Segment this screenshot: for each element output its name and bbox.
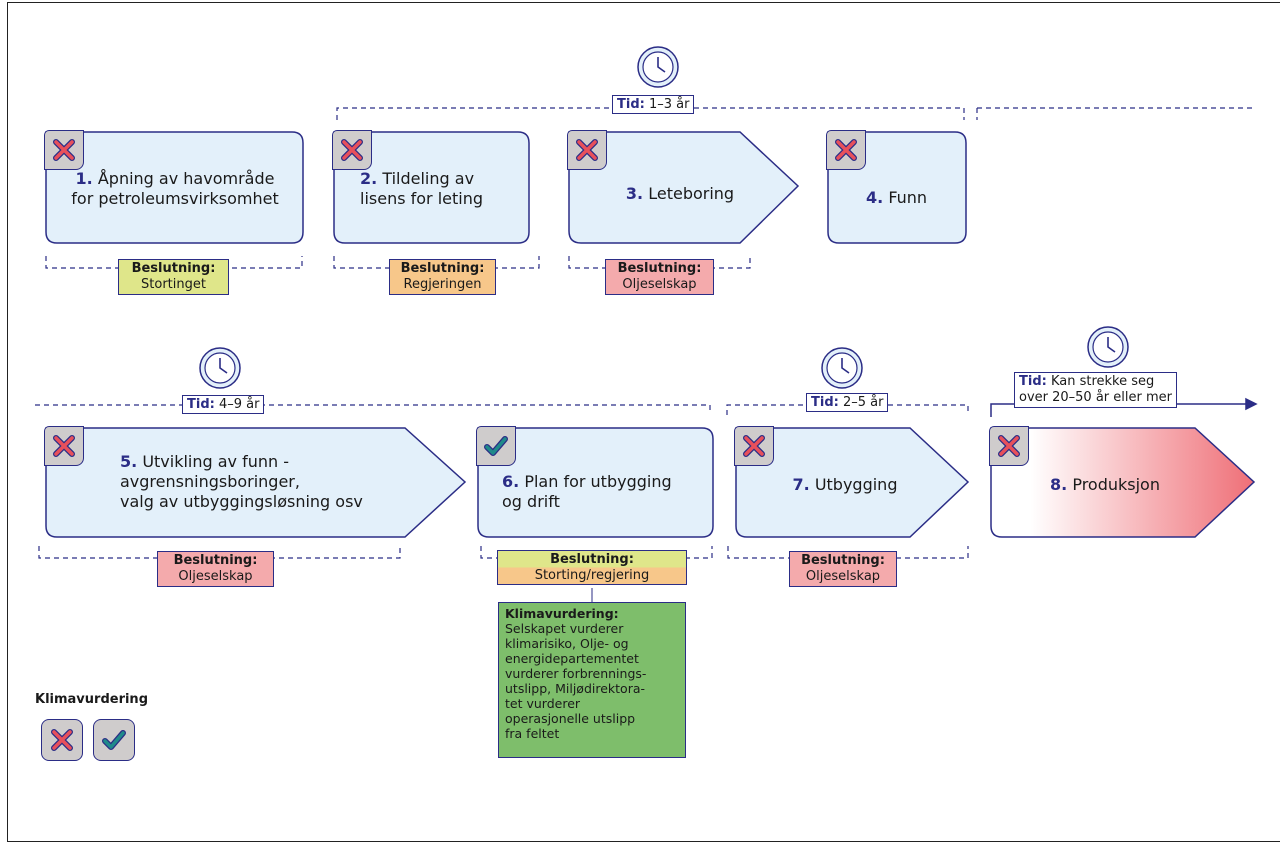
climate-badge-stage-4 bbox=[826, 130, 866, 170]
clock-icon bbox=[821, 347, 863, 389]
connector-lines bbox=[35, 107, 1258, 602]
decision-stage-6: Beslutning:Storting/regjering bbox=[497, 550, 687, 585]
check-icon bbox=[102, 730, 126, 750]
duration-label: Tid: 4–9 år bbox=[182, 395, 265, 414]
cross-icon bbox=[576, 139, 598, 161]
climate-assessment-box: Klimavurdering: Selskapet vurderer klima… bbox=[498, 602, 686, 758]
stage-3-shape bbox=[568, 131, 800, 244]
clock-icon bbox=[1087, 326, 1129, 368]
cross-icon bbox=[53, 139, 75, 161]
stage-5-label: 5. Utvikling av funn - avgrensningsborin… bbox=[120, 452, 363, 511]
climate-badge-stage-8 bbox=[989, 426, 1029, 466]
stage-2-shape bbox=[333, 131, 530, 244]
stage-3-label: 3. Leteboring bbox=[625, 184, 735, 203]
stage-7-label: 7. Utbygging bbox=[792, 475, 898, 494]
stage-8-label: 8. Produksjon bbox=[1050, 475, 1160, 494]
legend-check bbox=[93, 719, 135, 761]
cross-icon bbox=[835, 139, 857, 161]
legend-title: Klimavurdering bbox=[35, 692, 148, 707]
duration-label: Tid: 1–3 år bbox=[612, 95, 695, 114]
stage-1-shape bbox=[45, 131, 304, 244]
stage-4-label: 4. Funn bbox=[866, 188, 928, 207]
climate-badge-stage-5 bbox=[44, 426, 84, 466]
cross-icon bbox=[743, 435, 765, 457]
decision-stage-1: Beslutning:Stortinget bbox=[118, 259, 229, 295]
stage-5-shape bbox=[45, 427, 467, 538]
climate-badge-stage-2 bbox=[332, 130, 372, 170]
check-icon bbox=[484, 436, 508, 456]
climate-badge-stage-6 bbox=[476, 426, 516, 466]
duration-label: Tid: 2–5 år bbox=[806, 393, 889, 412]
clock-icon bbox=[199, 347, 241, 389]
legend-cross bbox=[41, 719, 83, 761]
decision-stage-7: Beslutning:Oljeselskap bbox=[789, 551, 897, 587]
decision-stage-3: Beslutning:Oljeselskap bbox=[605, 259, 714, 295]
climate-badge-stage-7 bbox=[734, 426, 774, 466]
cross-icon bbox=[341, 139, 363, 161]
stage-6-shape bbox=[477, 427, 714, 538]
stage-1-label: 1. Åpning av havområde for petroleumsvir… bbox=[71, 169, 279, 208]
cross-icon bbox=[51, 729, 73, 751]
stage-2-label: 2. Tildeling av lisens for leting bbox=[360, 169, 484, 208]
climate-badge-stage-3 bbox=[567, 130, 607, 170]
decision-stage-5: Beslutning:Oljeselskap bbox=[157, 551, 274, 587]
climate-badge-stage-1 bbox=[44, 130, 84, 170]
stage-7-shape bbox=[735, 427, 970, 538]
cross-icon bbox=[998, 435, 1020, 457]
decision-stage-2: Beslutning:Regjeringen bbox=[389, 259, 496, 295]
cross-icon bbox=[53, 435, 75, 457]
stage-8-shape bbox=[990, 427, 1256, 538]
clock-icon bbox=[637, 46, 679, 88]
stage-6-label: 6. Plan for utbygging og drift bbox=[502, 472, 672, 511]
